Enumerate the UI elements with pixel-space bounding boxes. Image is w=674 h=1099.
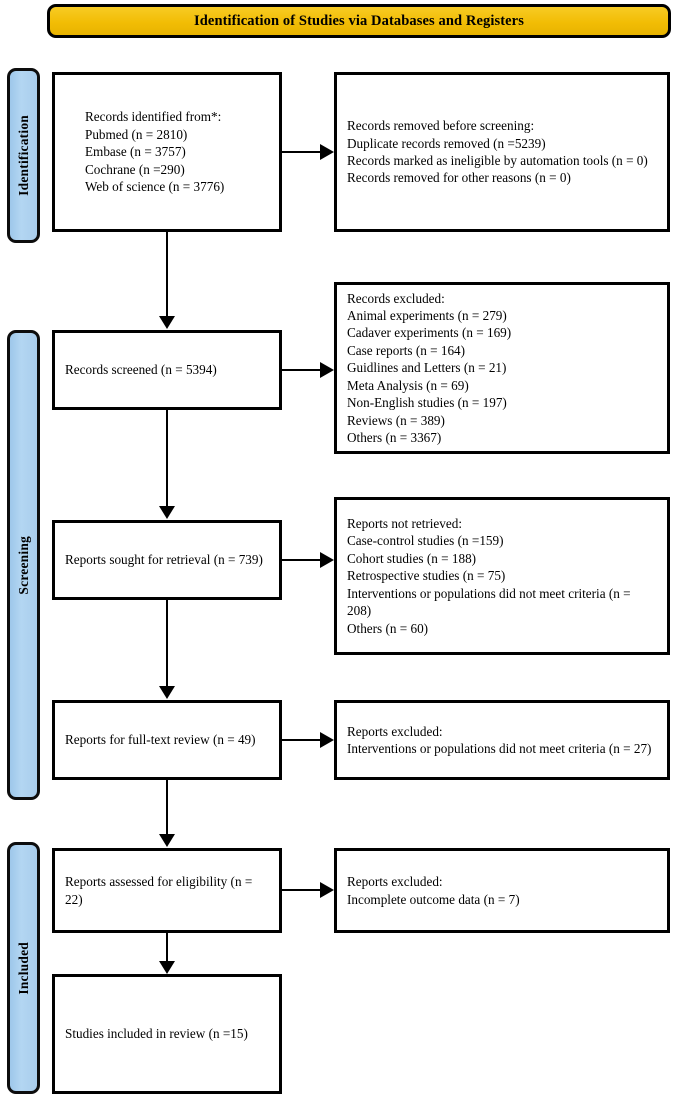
node-records-screened-text: Records screened (n = 5394) xyxy=(65,362,217,378)
connector-eligibility-to-included xyxy=(166,933,168,961)
connector-sought-to-fulltext xyxy=(166,600,168,686)
arrowhead-eligibility-to-included xyxy=(159,961,175,974)
arrowhead-fulltext-to-excluded xyxy=(320,732,334,748)
diagram-title: Identification of Studies via Databases … xyxy=(194,12,524,29)
node-reports-assessed-eligibility-text: Reports assessed for eligibility (n = 22… xyxy=(65,874,253,907)
node-studies-included-review: Studies included in review (n =15) xyxy=(52,974,282,1094)
diagram-header-banner: Identification of Studies via Databases … xyxy=(47,4,671,38)
phase-label-screening: Screening xyxy=(15,535,31,595)
node-records-screened: Records screened (n = 5394) xyxy=(52,330,282,410)
connector-sought-to-not-retrieved xyxy=(282,559,320,561)
arrowhead-screened-to-sought xyxy=(159,506,175,519)
connector-identified-to-removed xyxy=(282,151,320,153)
node-reports-fulltext-review-text: Reports for full-text review (n = 49) xyxy=(65,732,256,748)
node-reports-excluded-fulltext: Reports excluded: Interventions or popul… xyxy=(334,700,670,780)
connector-identified-to-screened xyxy=(166,232,168,316)
node-records-removed: Records removed before screening: Duplic… xyxy=(334,72,670,232)
node-records-identified-text: Records identified from*: Pubmed (n = 28… xyxy=(85,109,225,195)
arrowhead-identified-to-removed xyxy=(320,144,334,160)
node-reports-sought: Reports sought for retrieval (n = 739) xyxy=(52,520,282,600)
connector-fulltext-to-eligibility xyxy=(166,780,168,834)
node-reports-excluded-eligibility: Reports excluded: Incomplete outcome dat… xyxy=(334,848,670,933)
node-records-removed-text: Records removed before screening: Duplic… xyxy=(347,118,648,186)
connector-eligibility-to-excluded xyxy=(282,889,320,891)
node-reports-excluded-eligibility-text: Reports excluded: Incomplete outcome dat… xyxy=(347,874,520,907)
node-reports-excluded-fulltext-text: Reports excluded: Interventions or popul… xyxy=(347,723,652,756)
node-reports-fulltext-review: Reports for full-text review (n = 49) xyxy=(52,700,282,780)
phase-label-included: Included xyxy=(15,941,31,995)
phase-bar-identification: Identification xyxy=(7,68,40,243)
arrowhead-identified-to-screened xyxy=(159,316,175,329)
node-reports-not-retrieved-text: Reports not retrieved: Case-control stud… xyxy=(347,516,631,636)
connector-screened-to-excluded xyxy=(282,369,320,371)
node-studies-included-review-text: Studies included in review (n =15) xyxy=(65,1026,248,1042)
phase-bar-screening: Screening xyxy=(7,330,40,800)
arrowhead-eligibility-to-excluded xyxy=(320,882,334,898)
arrowhead-screened-to-excluded xyxy=(320,362,334,378)
phase-label-identification: Identification xyxy=(15,115,31,196)
node-records-excluded: Records excluded: Animal experiments (n … xyxy=(334,282,670,454)
node-records-identified: Records identified from*: Pubmed (n = 28… xyxy=(52,72,282,232)
arrowhead-sought-to-not-retrieved xyxy=(320,552,334,568)
connector-screened-to-sought xyxy=(166,410,168,506)
arrowhead-fulltext-to-eligibility xyxy=(159,834,175,847)
node-reports-sought-text: Reports sought for retrieval (n = 739) xyxy=(65,552,263,568)
arrowhead-sought-to-fulltext xyxy=(159,686,175,699)
connector-fulltext-to-excluded xyxy=(282,739,320,741)
phase-bar-included: Included xyxy=(7,842,40,1094)
node-reports-assessed-eligibility: Reports assessed for eligibility (n = 22… xyxy=(52,848,282,933)
node-records-excluded-text: Records excluded: Animal experiments (n … xyxy=(347,290,512,445)
node-reports-not-retrieved: Reports not retrieved: Case-control stud… xyxy=(334,497,670,655)
